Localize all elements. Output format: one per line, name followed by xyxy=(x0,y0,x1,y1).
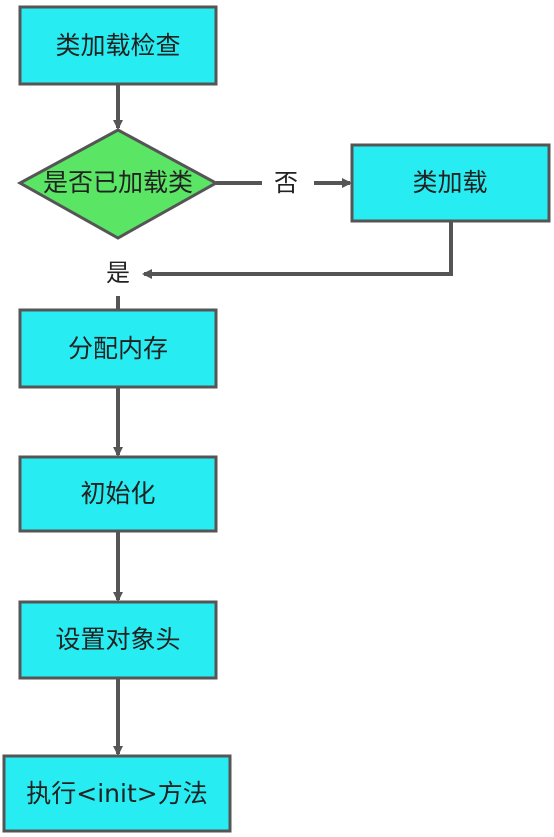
node-load-class: 类加载 xyxy=(350,143,551,223)
edge-label-yes: 是 xyxy=(106,259,130,287)
node-class-load-check: 类加载检查 xyxy=(18,5,218,86)
node-initialize-label: 初始化 xyxy=(80,479,155,508)
node-is-class-loaded: 是否已加载类 xyxy=(16,128,220,240)
node-class-load-check-label: 类加载检查 xyxy=(55,31,180,60)
node-is-class-loaded-label: 是否已加载类 xyxy=(43,168,193,197)
node-set-object-header: 设置对象头 xyxy=(18,600,218,680)
node-set-object-header-label: 设置对象头 xyxy=(55,625,180,654)
node-initialize: 初始化 xyxy=(18,455,218,533)
node-allocate-memory-label: 分配内存 xyxy=(68,334,168,363)
node-allocate-memory: 分配内存 xyxy=(18,308,218,389)
node-load-class-label: 类加载 xyxy=(412,168,487,197)
node-execute-init: 执行<init>方法 xyxy=(2,754,232,833)
node-execute-init-label: 执行<init>方法 xyxy=(26,779,207,808)
edge-label-no: 否 xyxy=(274,169,298,197)
edge-load-class-to-yes xyxy=(142,221,453,279)
